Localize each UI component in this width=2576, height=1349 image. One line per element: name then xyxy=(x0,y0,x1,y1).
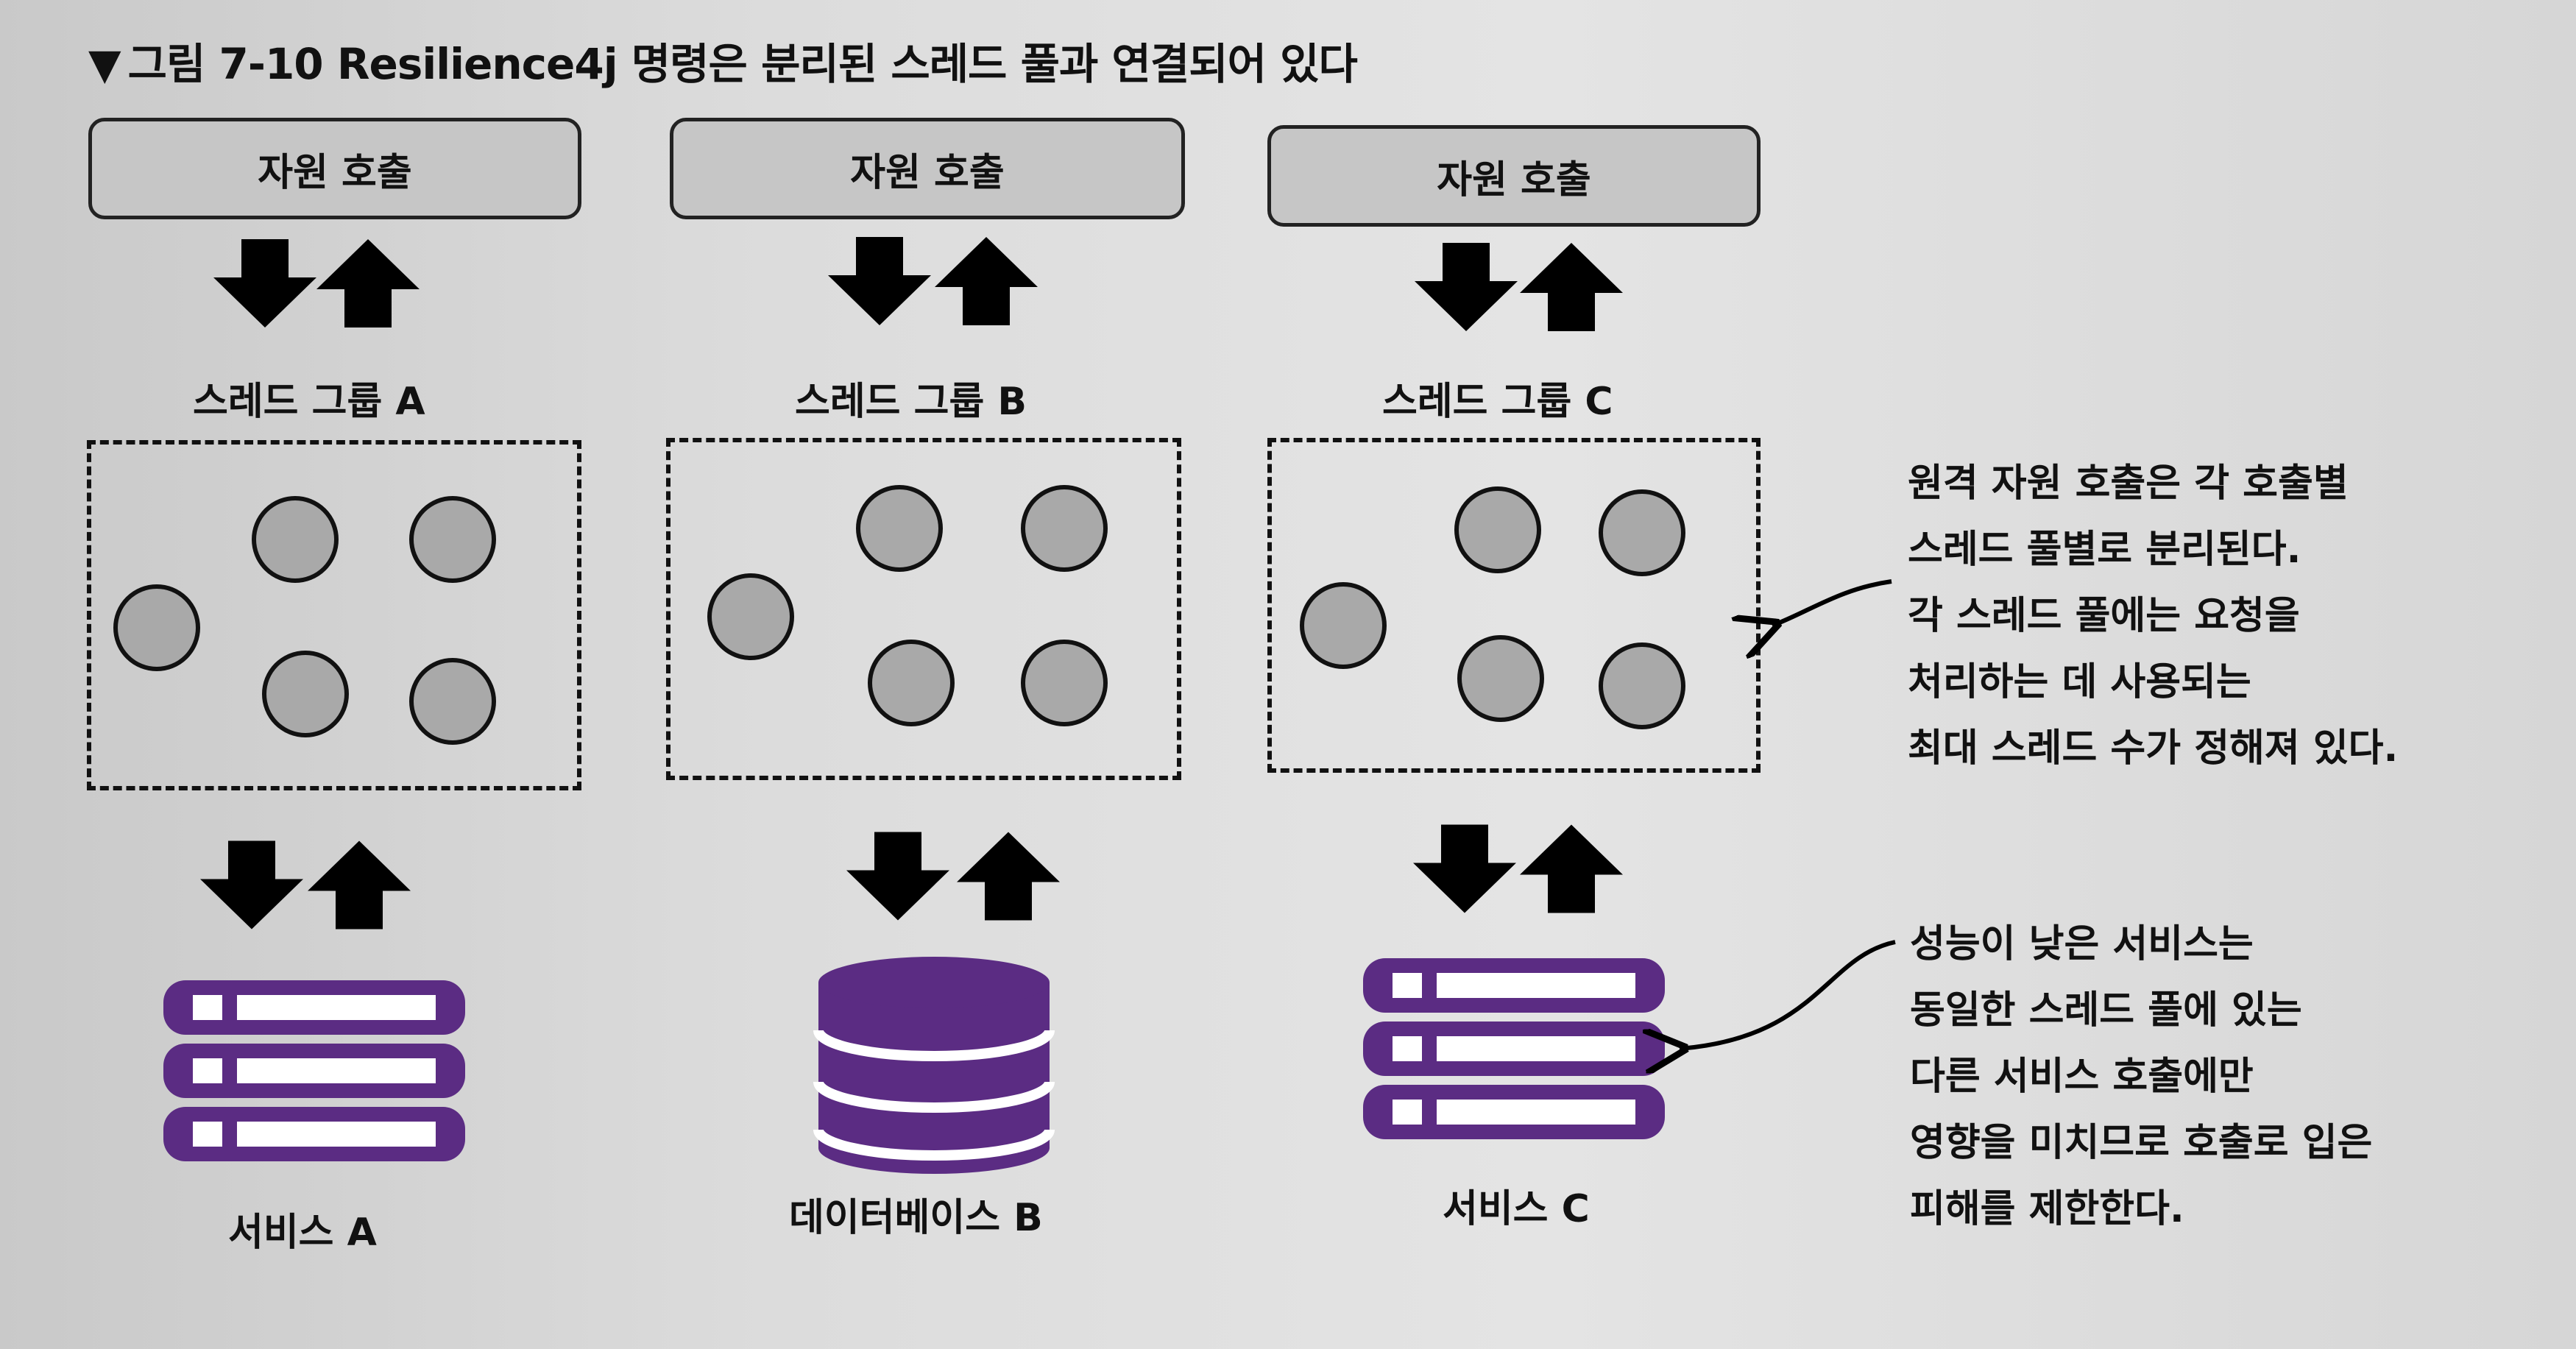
thread-pool-c xyxy=(1267,438,1761,773)
thread-circle xyxy=(856,485,943,572)
figure-caption: ▼그림 7-10 Resilience4j 명령은 분리된 스레드 풀과 연결되… xyxy=(88,29,1358,91)
note-line: 원격 자원 호출은 각 호출별 xyxy=(1908,461,2349,506)
note-thread-pool-isolation: 원격 자원 호출은 각 호출별 스레드 풀별로 분리된다. 각 스레드 풀에는 … xyxy=(1908,450,2398,782)
service-label-c: 서비스 C xyxy=(1443,1187,1590,1231)
thread-pool-b xyxy=(666,438,1181,780)
database-icon xyxy=(813,957,1055,1174)
up-arrow-icon xyxy=(308,840,411,930)
thread-circle xyxy=(1454,486,1541,573)
resource-call-box-b: 자원 호출 xyxy=(670,118,1185,219)
note-line: 영향을 미치므로 호출로 입은 xyxy=(1910,1121,2373,1165)
resource-call-label: 자원 호출 xyxy=(850,150,1005,195)
thread-circle xyxy=(1021,640,1108,726)
note-line: 피해를 제한한다. xyxy=(1910,1187,2184,1231)
thread-circle xyxy=(1457,635,1544,722)
server-stack-icon xyxy=(1363,958,1665,1139)
up-arrow-icon xyxy=(1520,243,1623,331)
up-arrow-icon xyxy=(957,832,1060,921)
down-arrow-icon xyxy=(213,239,316,327)
server-stack-icon xyxy=(163,980,465,1161)
note-line: 최대 스레드 수가 정해져 있다. xyxy=(1908,726,2399,771)
callout-arrow-pool xyxy=(1772,579,1892,626)
down-arrow-icon xyxy=(1415,243,1518,331)
thread-group-label-c: 스레드 그룹 C xyxy=(1382,380,1613,424)
up-arrow-icon xyxy=(316,239,420,327)
thread-circle xyxy=(252,496,339,583)
down-arrow-icon xyxy=(200,840,303,930)
caption-text: 그림 7-10 Resilience4j 명령은 분리된 스레드 풀과 연결되어… xyxy=(127,39,1358,89)
resource-call-label: 자원 호출 xyxy=(1437,157,1591,202)
thread-group-label-a: 스레드 그룹 A xyxy=(193,380,425,424)
resource-call-box-c: 자원 호출 xyxy=(1267,125,1761,227)
note-line: 다른 서비스 호출에만 xyxy=(1910,1055,2254,1099)
down-arrow-icon xyxy=(828,237,931,325)
thread-circle xyxy=(1021,485,1108,572)
thread-circle xyxy=(707,573,794,660)
thread-circle xyxy=(113,584,200,671)
note-line: 처리하는 데 사용되는 xyxy=(1908,660,2251,704)
thread-circle xyxy=(409,658,496,745)
resource-call-box-a: 자원 호출 xyxy=(88,118,581,219)
down-arrow-icon xyxy=(1413,824,1516,913)
thread-group-label-b: 스레드 그룹 B xyxy=(795,380,1027,424)
thread-circle xyxy=(1599,642,1685,729)
service-label-b: 데이터베이스 B xyxy=(789,1196,1043,1240)
note-line: 성능이 낮은 서비스는 xyxy=(1910,922,2254,966)
thread-circle xyxy=(262,651,349,737)
note-slow-service: 성능이 낮은 서비스는 동일한 스레드 풀에 있는 다른 서비스 호출에만 영향… xyxy=(1910,911,2372,1242)
thread-circle xyxy=(868,640,955,726)
down-arrow-icon xyxy=(846,832,949,921)
service-label-a: 서비스 A xyxy=(228,1211,377,1255)
thread-circle xyxy=(1599,489,1685,576)
up-arrow-icon xyxy=(935,237,1038,325)
thread-pool-a xyxy=(87,440,581,790)
note-line: 각 스레드 풀에는 요청을 xyxy=(1908,594,2300,638)
thread-circle xyxy=(1300,582,1387,669)
note-line: 스레드 풀별로 분리된다. xyxy=(1908,528,2301,572)
resource-call-label: 자원 호출 xyxy=(258,150,412,195)
up-arrow-icon xyxy=(1520,824,1623,913)
thread-circle xyxy=(409,496,496,583)
down-triangle-icon: ▼ xyxy=(88,39,121,89)
callout-arrow-service xyxy=(1680,940,1896,1049)
note-line: 동일한 스레드 풀에 있는 xyxy=(1910,988,2302,1033)
